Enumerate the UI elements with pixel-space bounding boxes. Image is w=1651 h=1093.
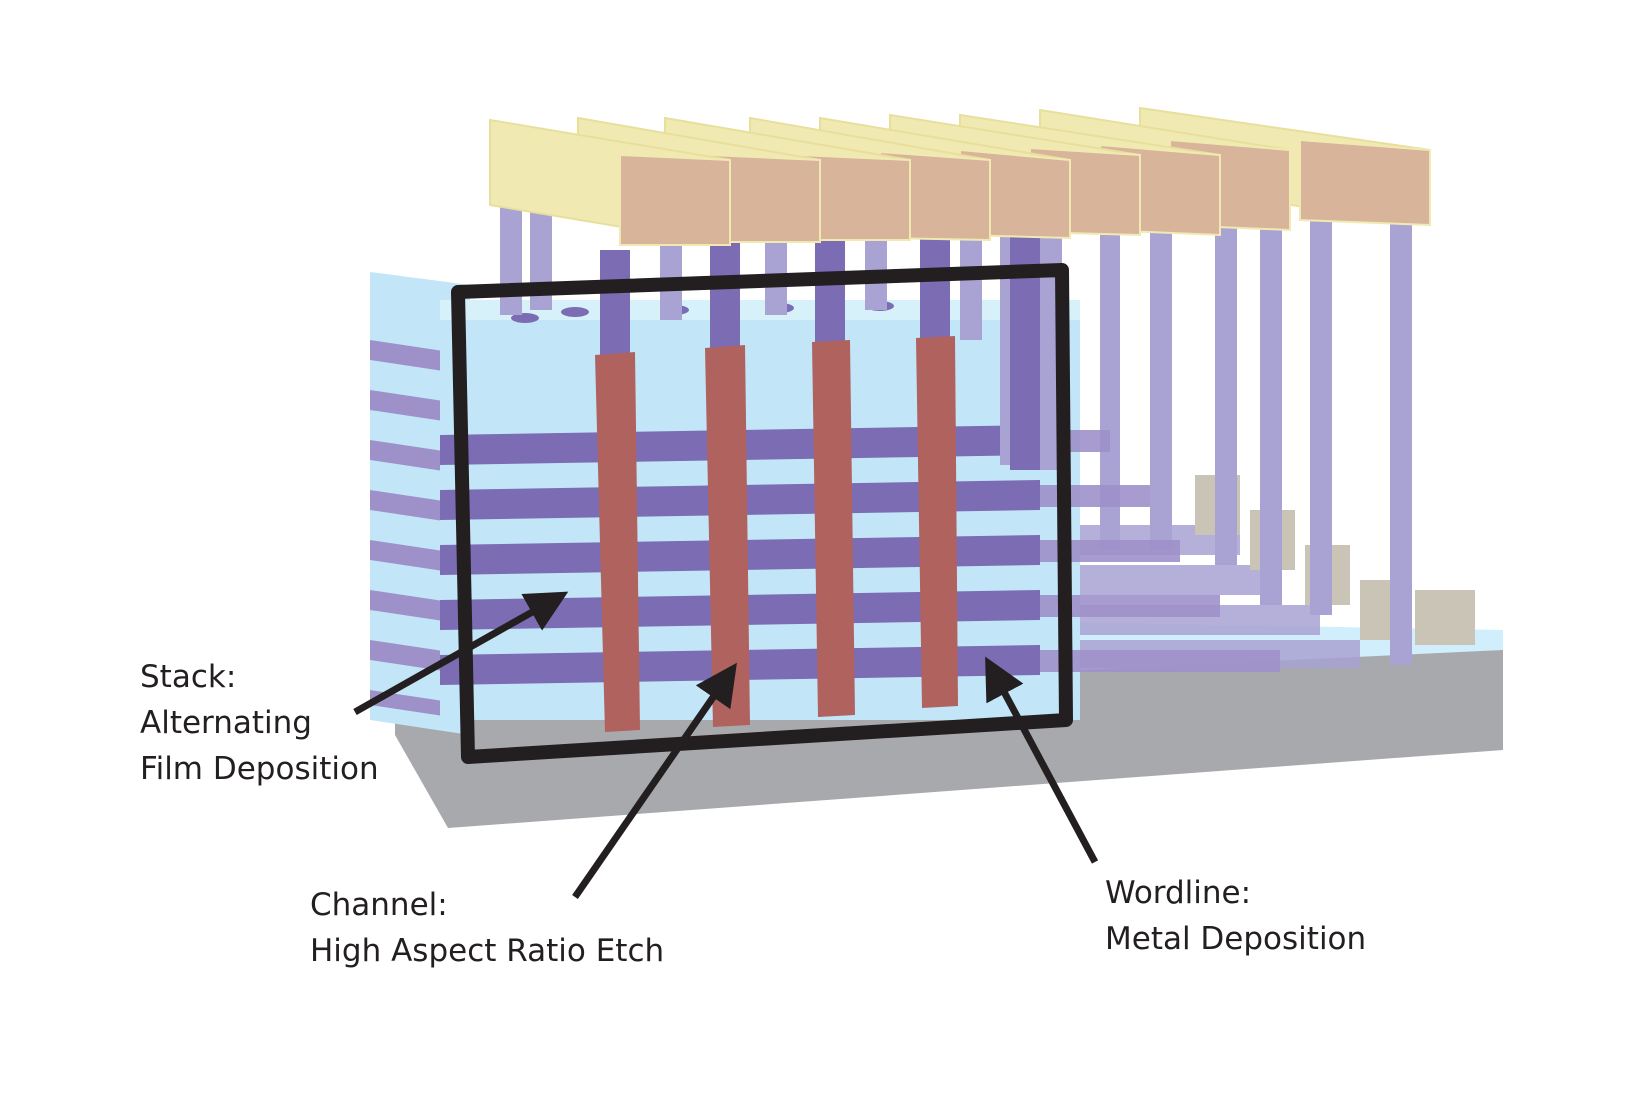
stack-arrow — [353, 591, 569, 716]
wordline-arrow — [985, 656, 1099, 864]
highlight-frame — [451, 263, 1073, 764]
film-stack — [440, 300, 1280, 720]
stack-callout-title: Stack: — [140, 659, 237, 695]
channel-callout-title: Channel: — [310, 887, 448, 923]
back-pillars — [1100, 215, 1412, 665]
wordline-callout-title: Wordline: — [1105, 875, 1252, 911]
channel-callout-line1: High Aspect Ratio Etch — [310, 933, 665, 969]
channels — [595, 336, 958, 732]
bitlines — [489, 106, 1431, 247]
channel-callout: Channel: High Aspect Ratio Etch — [310, 882, 664, 974]
callout-arrows — [353, 591, 1099, 899]
wordline-callout: Wordline: Metal Deposition — [1105, 870, 1366, 962]
channel-tops — [600, 230, 1040, 470]
stack-callout-line2: Film Deposition — [140, 751, 379, 787]
channel-arrow — [572, 662, 737, 899]
stack-callout-line1: Alternating — [140, 705, 312, 741]
stack-callout: Stack: Alternating Film Deposition — [140, 654, 379, 792]
wordline-callout-line1: Metal Deposition — [1105, 921, 1367, 957]
